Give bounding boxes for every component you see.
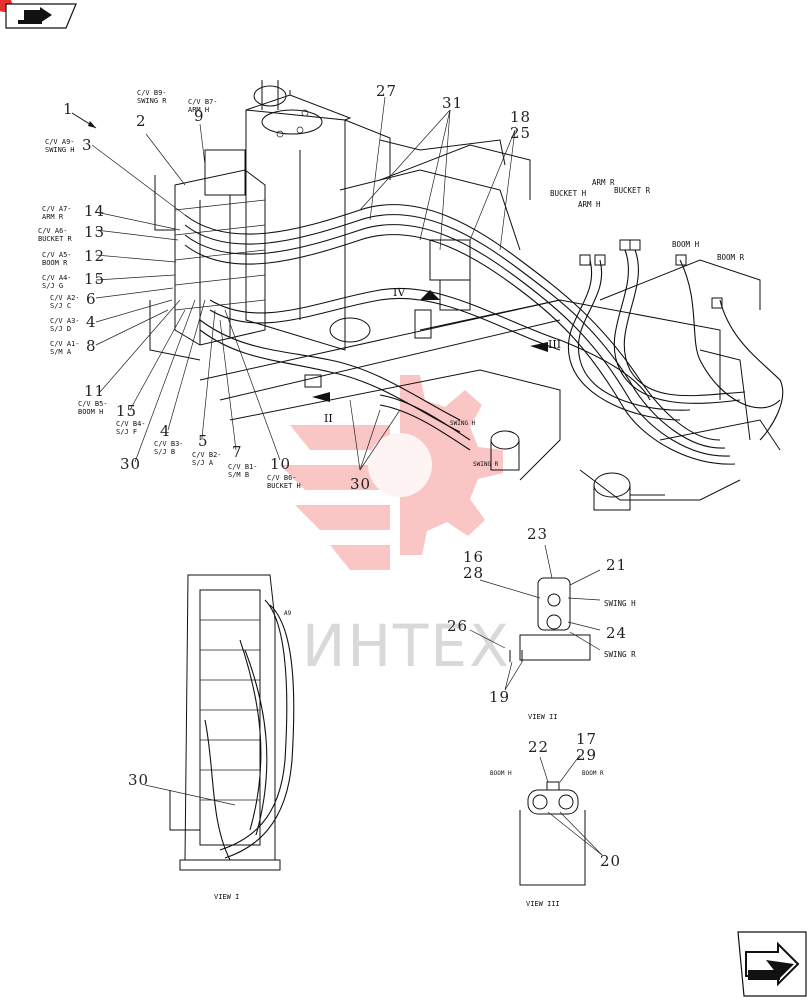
- hose-bundle-main: [184, 204, 784, 465]
- callout-23: 23: [527, 525, 549, 543]
- callout-4b: 4: [160, 422, 171, 440]
- callout-16: 16: [463, 548, 485, 566]
- label-cv-b2: C/V B2- S/J A: [192, 451, 222, 467]
- callout-26: 26: [447, 617, 469, 635]
- label-cv-b1: C/V B1- S/M B: [228, 463, 258, 479]
- back-arrow-icon: [0, 0, 77, 29]
- hose-label-boom-r-view3: BOOM R: [582, 770, 604, 777]
- view-3-label: VIEW III: [526, 900, 560, 908]
- hose-label-arm-r: ARM R: [592, 178, 615, 187]
- label-cv-b7: C/V B7- ARM H: [188, 98, 218, 114]
- callout-15b: 15: [116, 402, 138, 420]
- hose-label-swing-r-view2: SWING R: [604, 650, 636, 659]
- view-2-label: VIEW II: [528, 713, 558, 721]
- hose-label-a9: A9: [284, 610, 292, 617]
- callout-29: 29: [576, 746, 598, 764]
- callout-13: 13: [84, 223, 106, 241]
- callout-14: 14: [84, 202, 106, 220]
- callout-20: 20: [600, 852, 622, 870]
- label-cv-a1: C/V A1- S/M A: [50, 340, 80, 356]
- callout-12: 12: [84, 247, 106, 265]
- label-cv-b9: C/V B9- SWING R: [137, 89, 167, 105]
- label-cv-a4: C/V A4- S/J G: [42, 274, 72, 290]
- label-cv-b6: C/V B6- BUCKET H: [267, 474, 301, 490]
- callout-7: 7: [232, 443, 243, 461]
- view-2-drawing: [469, 544, 601, 691]
- callout-1: 1: [63, 100, 74, 118]
- view-arrow-ii: II: [324, 412, 333, 425]
- callout-22: 22: [528, 738, 550, 756]
- callout-3: 3: [82, 136, 93, 154]
- callout-30b: 30: [350, 475, 372, 493]
- view-1-drawing: [144, 574, 295, 871]
- hose-label-boom-h-view3: BOOM H: [490, 770, 512, 777]
- callout-25: 25: [510, 124, 532, 142]
- hose-label-arm-h: ARM H: [578, 200, 601, 209]
- callout-24: 24: [606, 624, 628, 642]
- label-cv-a5: C/V A5- BOOM R: [42, 251, 72, 267]
- callout-9: 9: [194, 107, 205, 125]
- watermark-logo: [280, 375, 503, 570]
- label-cv-b5: C/V B5- BOOM H: [78, 400, 108, 416]
- label-cv-b3: C/V B3- S/J B: [154, 440, 184, 456]
- next-arrow-icon: [737, 931, 807, 997]
- fittings: [304, 239, 723, 388]
- callout-28: 28: [463, 564, 485, 582]
- callout-6: 6: [86, 290, 97, 308]
- callout-8: 8: [86, 337, 97, 355]
- hose-label-boom-h: BOOM H: [672, 240, 700, 249]
- view-1-label: VIEW I: [214, 893, 240, 901]
- callout-11: 11: [84, 382, 106, 400]
- callout-4a: 4: [86, 313, 97, 331]
- view-arrow-iv: IV: [393, 286, 406, 299]
- label-cv-a9: C/V A9- SWING H: [45, 138, 75, 154]
- callout-17: 17: [576, 730, 598, 748]
- next-button[interactable]: [736, 930, 808, 998]
- callout-30c: 30: [128, 771, 150, 789]
- swivel-joint: [490, 430, 520, 471]
- watermark-text: ИНТЕХ: [302, 612, 511, 680]
- back-button[interactable]: [0, 0, 80, 30]
- hose-label-swing-h-view2: SWING H: [604, 599, 636, 608]
- hydraulic-tank: [245, 80, 391, 351]
- hose-label-bucket-r: BUCKET R: [614, 186, 651, 195]
- hose-label-bucket-h: BUCKET H: [550, 189, 587, 198]
- label-cv-a3: C/V A3- S/J D: [50, 317, 80, 333]
- leader-lines: [91, 96, 516, 471]
- hose-label-boom-r: BOOM R: [717, 253, 745, 262]
- upper-frame: [199, 139, 781, 511]
- callout-21: 21: [606, 556, 628, 574]
- callout-19: 19: [489, 688, 511, 706]
- callout-10: 10: [270, 455, 292, 473]
- callout-5: 5: [198, 432, 209, 450]
- callout-30a: 30: [120, 455, 142, 473]
- hose-label-swing-r: SWING R: [473, 461, 499, 468]
- callout-18: 18: [510, 108, 532, 126]
- label-cv-a6: C/V A6- BUCKET R: [38, 227, 72, 243]
- label-cv-a2: C/V A2- S/J C: [50, 294, 80, 310]
- view-3-drawing: [519, 754, 603, 886]
- callout-2: 2: [136, 112, 147, 130]
- callout-31: 31: [442, 94, 464, 112]
- callout-27: 27: [376, 82, 398, 100]
- hose-label-swing-h: SWING H: [450, 420, 476, 427]
- label-cv-a7: C/V A7- ARM R: [42, 205, 72, 221]
- callout-15a: 15: [84, 270, 106, 288]
- control-valve: [149, 149, 266, 361]
- view-arrow-iii: III: [548, 338, 562, 351]
- label-cv-b4: C/V B4- S/J F: [116, 420, 146, 436]
